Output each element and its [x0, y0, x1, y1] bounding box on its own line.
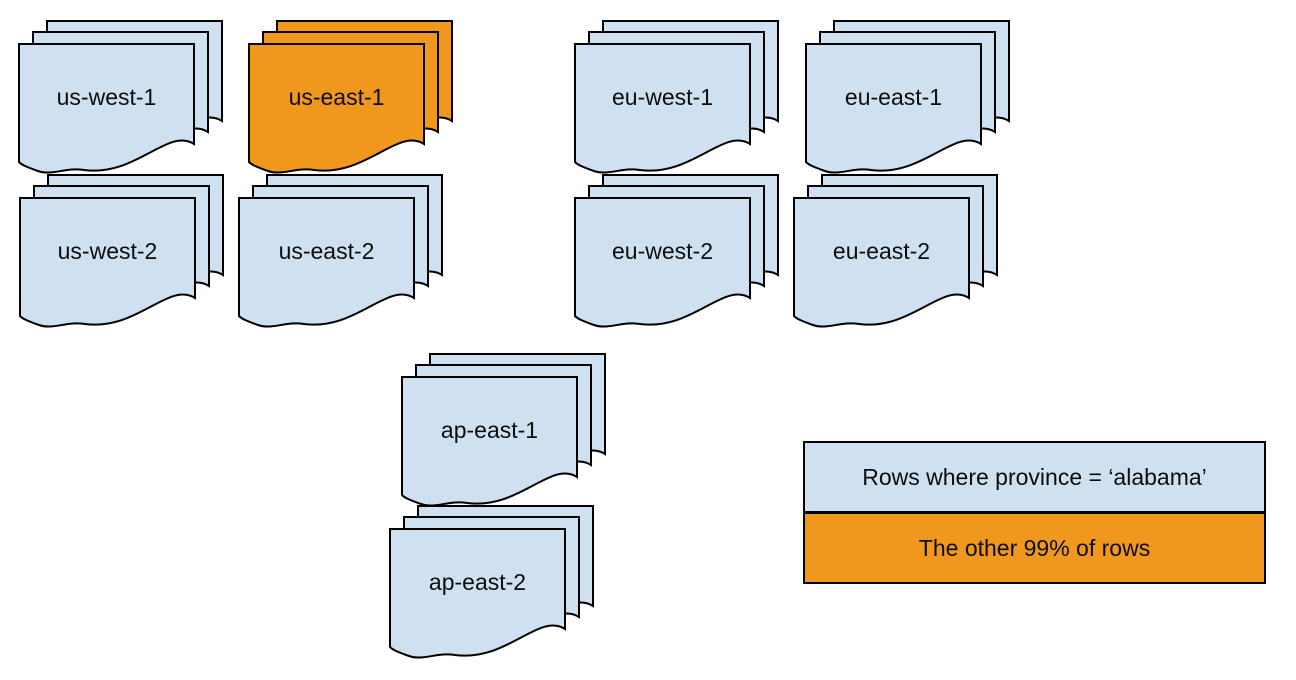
region-label: eu-west-2 [612, 238, 713, 264]
region-stack-ap-east-1: ap-east-1 [401, 353, 606, 510]
region-label: ap-east-1 [440, 417, 539, 443]
region-label: us-west-2 [57, 238, 158, 264]
region-stack-eu-east-2: eu-east-2 [793, 174, 998, 331]
legend-row-other-rows: The other 99% of rows [805, 514, 1264, 582]
region-stack-us-west-1: us-west-1 [18, 20, 223, 177]
region-stack-eu-west-2: eu-west-2 [574, 174, 779, 331]
region-stack-us-east-1: us-east-1 [248, 20, 453, 177]
region-stack-eu-east-1: eu-east-1 [805, 20, 1010, 177]
region-label: eu-west-1 [612, 84, 713, 110]
region-label: us-west-1 [56, 84, 157, 110]
region-label: us-east-2 [278, 238, 375, 264]
region-label: eu-east-1 [844, 84, 943, 110]
region-stack-ap-east-2: ap-east-2 [389, 505, 594, 662]
region-label: us-east-1 [288, 84, 385, 110]
region-stack-us-east-2: us-east-2 [238, 174, 443, 331]
region-stack-eu-west-1: eu-west-1 [574, 20, 779, 177]
region-stack-us-west-2: us-west-2 [19, 174, 224, 331]
region-label: ap-east-2 [428, 569, 527, 595]
legend: Rows where province = ‘alabama’ The othe… [803, 441, 1266, 584]
region-label: eu-east-2 [832, 238, 931, 264]
legend-label: The other 99% of rows [918, 534, 1151, 561]
legend-label: Rows where province = ‘alabama’ [862, 463, 1207, 490]
legend-row-alabama: Rows where province = ‘alabama’ [805, 443, 1264, 514]
